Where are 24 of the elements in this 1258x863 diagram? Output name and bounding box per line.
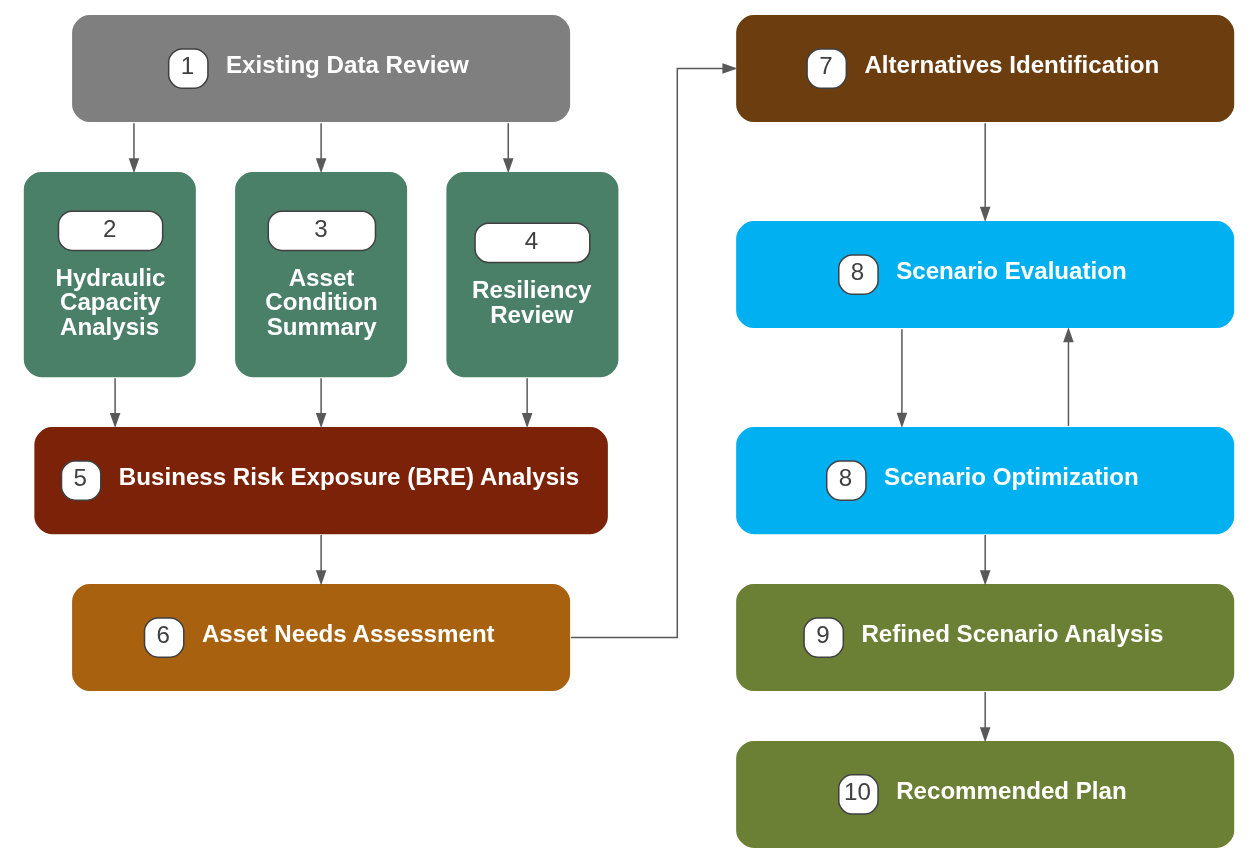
arrow [315,122,327,174]
node-box: 4 Resiliency Review [444,170,620,379]
node-box: 8 Scenario Optimization [734,425,1236,536]
arrow [315,534,327,586]
arrow [128,122,140,174]
arrow [521,377,533,428]
node-box: 8 Scenario Evaluation [734,219,1236,330]
node-box: 10 Recommended Plan [734,739,1236,850]
arrow [979,534,991,586]
node-box: 7 Alternatives Identification [734,13,1236,124]
node-box: 9 Refined Scenario Analysis [734,582,1236,693]
node-box: 5 Business Risk Exposure (BRE) Analysis [32,425,610,536]
node-box: 2 Hydraulic Capacity Analysis [22,170,198,379]
arrow [896,328,908,428]
node-box: 1 Existing Data Review [70,13,572,124]
arrow [502,122,514,174]
node-box: 3 Asset Condition Summary [233,170,409,379]
arrow [109,377,121,428]
arrow [315,377,327,428]
node-box: 6 Asset Needs Assessment [70,582,572,693]
arrow [979,691,991,743]
arrow [570,63,738,639]
arrow [979,122,991,222]
arrow [1063,327,1074,427]
